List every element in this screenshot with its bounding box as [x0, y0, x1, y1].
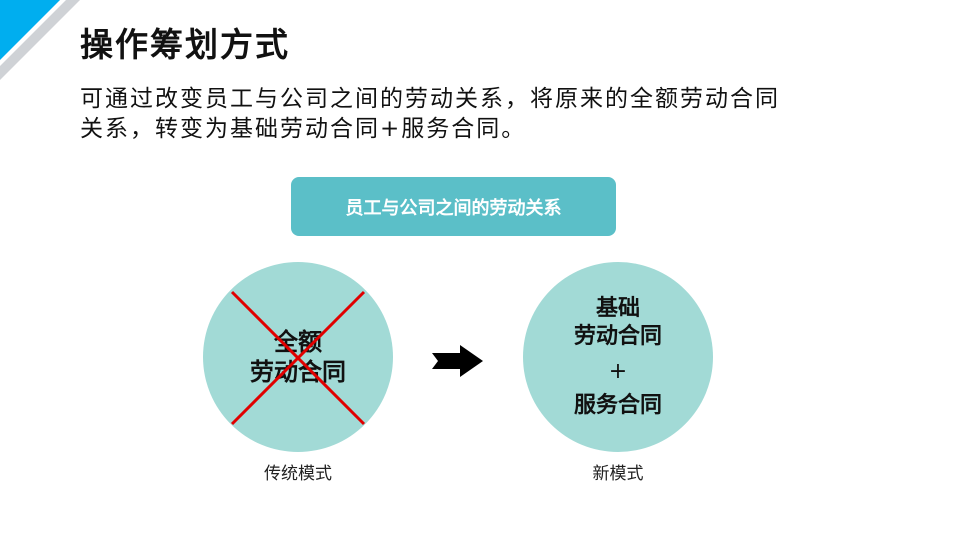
new-mode-line-2: 劳动合同: [573, 323, 662, 349]
old-mode-circle: 全额 劳动合同: [203, 262, 393, 452]
new-mode-line-1: 基础: [595, 295, 640, 321]
relationship-header-box: 员工与公司之间的劳动关系: [291, 177, 616, 236]
description-line-1: 可通过改变员工与公司之间的劳动关系，将原来的全额劳动合同: [80, 86, 780, 112]
corner-triangle-decoration: [0, 0, 80, 80]
description-line-2: 关系，转变为基础劳动合同+服务合同。: [80, 116, 527, 142]
new-mode-circle: 基础 劳动合同 + 服务合同: [523, 262, 713, 452]
page-title: 操作筹划方式: [80, 25, 290, 64]
relationship-header-label: 员工与公司之间的劳动关系: [345, 197, 562, 219]
old-mode-line-1: 全额: [274, 328, 322, 356]
new-mode-plus: +: [608, 358, 628, 384]
old-mode-caption: 传统模式: [264, 464, 332, 484]
arrow-shape: [432, 345, 483, 377]
old-mode-line-2: 劳动合同: [250, 358, 346, 386]
description-text: 可通过改变员工与公司之间的劳动关系，将原来的全额劳动合同 关系，转变为基础劳动合…: [80, 84, 880, 144]
right-arrow-icon: [432, 345, 483, 377]
new-mode-caption: 新模式: [592, 464, 644, 484]
new-mode-line-3: 服务合同: [573, 392, 662, 418]
corner-accent: [0, 0, 60, 60]
